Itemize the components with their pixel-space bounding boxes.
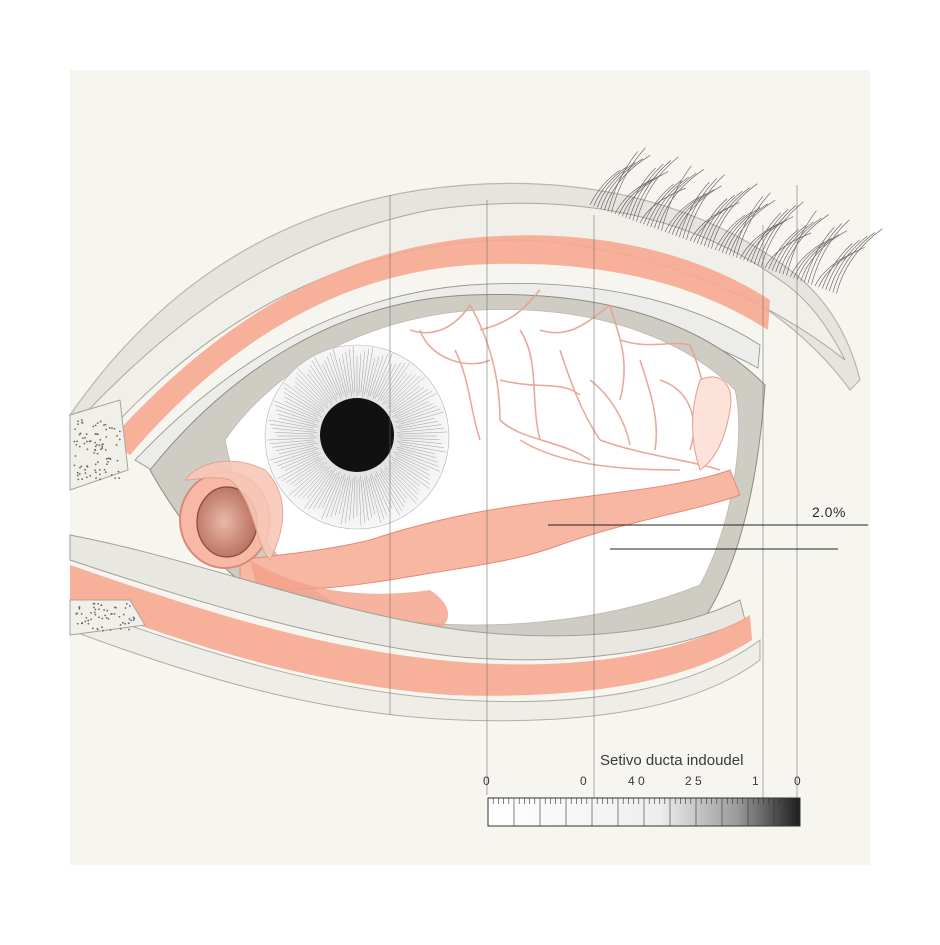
upper-muscle-layer xyxy=(110,235,770,455)
scale-tick-label: 2 5 xyxy=(685,774,702,788)
scale-tick-label: 0 xyxy=(580,774,587,788)
callout-label: 2.0% xyxy=(812,504,846,520)
scale-tick-label: 0 xyxy=(483,774,490,788)
pupil xyxy=(320,398,394,472)
guide-lines xyxy=(389,185,798,810)
scale-tick-label: 1 xyxy=(752,774,759,788)
lower-muscle-layer xyxy=(70,565,752,696)
scale-tick-labels: 0 0 4 0 2 5 1 0 xyxy=(483,774,801,788)
lower-eyelid-skin xyxy=(69,604,761,722)
scale-tick-label: 4 0 xyxy=(628,774,645,788)
stipple-texture xyxy=(73,419,136,632)
scale-tick-label: 0 xyxy=(794,774,801,788)
lower-eyelid-tarsal xyxy=(69,534,746,661)
scale-bar-ticks xyxy=(487,798,801,826)
lacrimal-gland xyxy=(692,376,732,471)
caruncle xyxy=(183,460,284,561)
iris-fibers xyxy=(267,346,447,526)
scale-title: Setivo ducta indoudel xyxy=(600,752,743,769)
eyelashes xyxy=(589,147,883,294)
